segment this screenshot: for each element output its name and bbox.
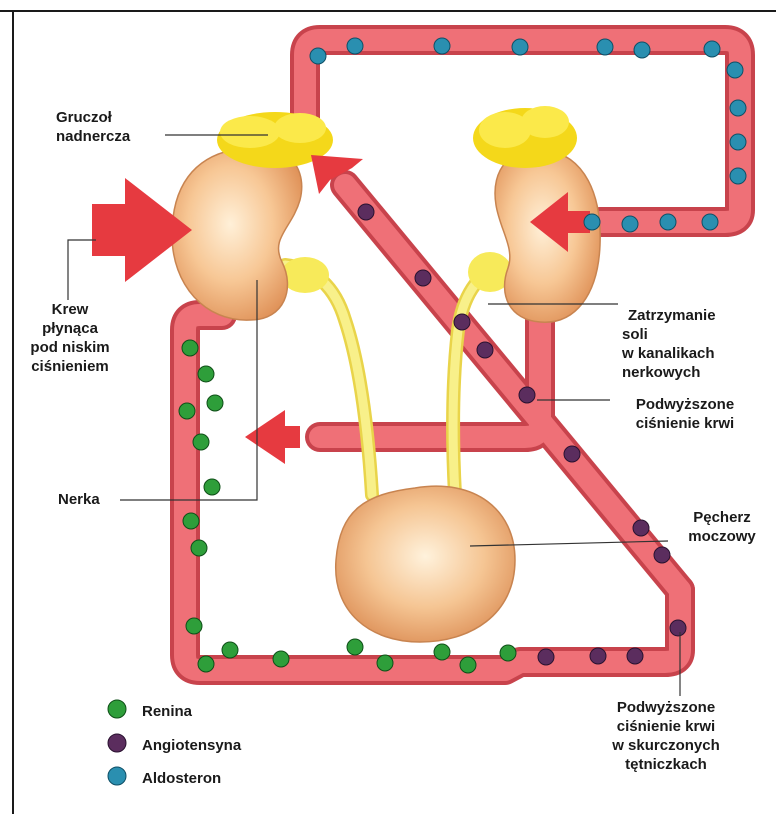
label-pecherz-line2: moczowy xyxy=(672,527,772,546)
label-zatrzymanie-soli: Zatrzymanie soli w kanalikach nerkowych xyxy=(622,306,716,382)
label-krew-line3: pod niskim xyxy=(30,338,110,357)
renina-cell xyxy=(186,618,202,634)
renina-cell xyxy=(434,644,450,660)
legend-swatches xyxy=(104,698,130,788)
aldosteron-cell xyxy=(622,216,638,232)
legend-label-aldosteron: Aldosteron xyxy=(142,769,221,788)
label-zatrzymanie-line2: soli xyxy=(622,325,716,344)
label-pecherz-line1: Pęcherz xyxy=(672,508,772,527)
label-tetniczki-line4: tętniczkach xyxy=(586,755,746,774)
angiotensyna-cell xyxy=(590,648,606,664)
renina-cell xyxy=(198,656,214,672)
legend-swatch-aldosteron xyxy=(108,767,126,785)
renina-cell xyxy=(182,340,198,356)
angiotensyna-cell xyxy=(654,547,670,563)
legend-label-renina: Renina xyxy=(142,702,192,721)
aldosteron-cell xyxy=(727,62,743,78)
angiotensyna-cell xyxy=(454,314,470,330)
renina-cell xyxy=(460,657,476,673)
aldosteron-cell xyxy=(584,214,600,230)
renina-cell xyxy=(207,395,223,411)
angiotensyna-cell xyxy=(538,649,554,665)
label-zatrzymanie-line3: w kanalikach xyxy=(622,344,716,363)
aldosteron-cell xyxy=(512,39,528,55)
label-krew: Krew płynąca pod niskim ciśnieniem xyxy=(30,300,110,376)
renina-cell xyxy=(204,479,220,495)
renina-cell xyxy=(183,513,199,529)
renina-cell xyxy=(198,366,214,382)
aldosteron-cell xyxy=(730,100,746,116)
label-podwyzszone-line1: Podwyższone xyxy=(610,395,760,414)
angiotensyna-cell xyxy=(477,342,493,358)
label-tetniczki: Podwyższone ciśnienie krwi w skurczonych… xyxy=(586,698,746,774)
label-tetniczki-line1: Podwyższone xyxy=(586,698,746,717)
label-podwyzszone-cisnienie: Podwyższone ciśnienie krwi xyxy=(610,395,760,433)
arrow-into-left-vessel xyxy=(245,410,300,464)
bladder xyxy=(336,486,515,642)
angiotensyna-cell xyxy=(564,446,580,462)
renina-cell xyxy=(500,645,516,661)
label-nerka: Nerka xyxy=(58,490,100,509)
label-podwyzszone-line2: ciśnienie krwi xyxy=(610,414,760,433)
renina-cell xyxy=(193,434,209,450)
label-zatrzymanie-line1: Zatrzymanie xyxy=(628,306,716,325)
label-krew-line2: płynąca xyxy=(30,319,110,338)
adrenal-gland-right xyxy=(473,106,577,168)
legend-swatch-angiotensyna xyxy=(108,734,126,752)
label-tetniczki-line2: ciśnienie krwi xyxy=(586,717,746,736)
angiotensyna-cell xyxy=(633,520,649,536)
renina-cell xyxy=(273,651,289,667)
renina-cell xyxy=(222,642,238,658)
ureters xyxy=(281,252,512,495)
renina-cell xyxy=(191,540,207,556)
label-gruczol-line2: nadnercza xyxy=(56,127,130,146)
kidney-left xyxy=(172,146,302,320)
renina-cell xyxy=(377,655,393,671)
label-zatrzymanie-line4: nerkowych xyxy=(622,363,716,382)
label-gruczol-line1: Gruczoł xyxy=(56,108,130,127)
aldosteron-cell xyxy=(597,39,613,55)
angiotensyna-cell xyxy=(627,648,643,664)
leader-krew xyxy=(68,240,96,300)
renal-pelvis-left xyxy=(281,257,329,293)
aldosteron-cell xyxy=(347,38,363,54)
renina-cell xyxy=(179,403,195,419)
aldosteron-cell xyxy=(310,48,326,64)
aldosteron-cell xyxy=(704,41,720,57)
angiotensyna-cell xyxy=(519,387,535,403)
aldosteron-cell xyxy=(730,134,746,150)
aldosteron-cell xyxy=(660,214,676,230)
aldosteron-cell xyxy=(730,168,746,184)
label-krew-line1: Krew xyxy=(30,300,110,319)
legend-swatch-renina xyxy=(108,700,126,718)
renina-cell xyxy=(347,639,363,655)
label-pecherz-moczowy: Pęcherz moczowy xyxy=(672,508,772,546)
angiotensyna-cell xyxy=(415,270,431,286)
aldosteron-cell xyxy=(634,42,650,58)
label-tetniczki-line3: w skurczonych xyxy=(586,736,746,755)
angiotensyna-cell xyxy=(358,204,374,220)
aldosteron-cell xyxy=(702,214,718,230)
legend-label-angiotensyna: Angiotensyna xyxy=(142,736,241,755)
label-krew-line4: ciśnieniem xyxy=(30,357,110,376)
label-gruczol-nadnercza: Gruczoł nadnercza xyxy=(56,108,130,146)
aldosteron-cell xyxy=(434,38,450,54)
angiotensyna-cell xyxy=(670,620,686,636)
label-nerka-text: Nerka xyxy=(58,490,100,509)
